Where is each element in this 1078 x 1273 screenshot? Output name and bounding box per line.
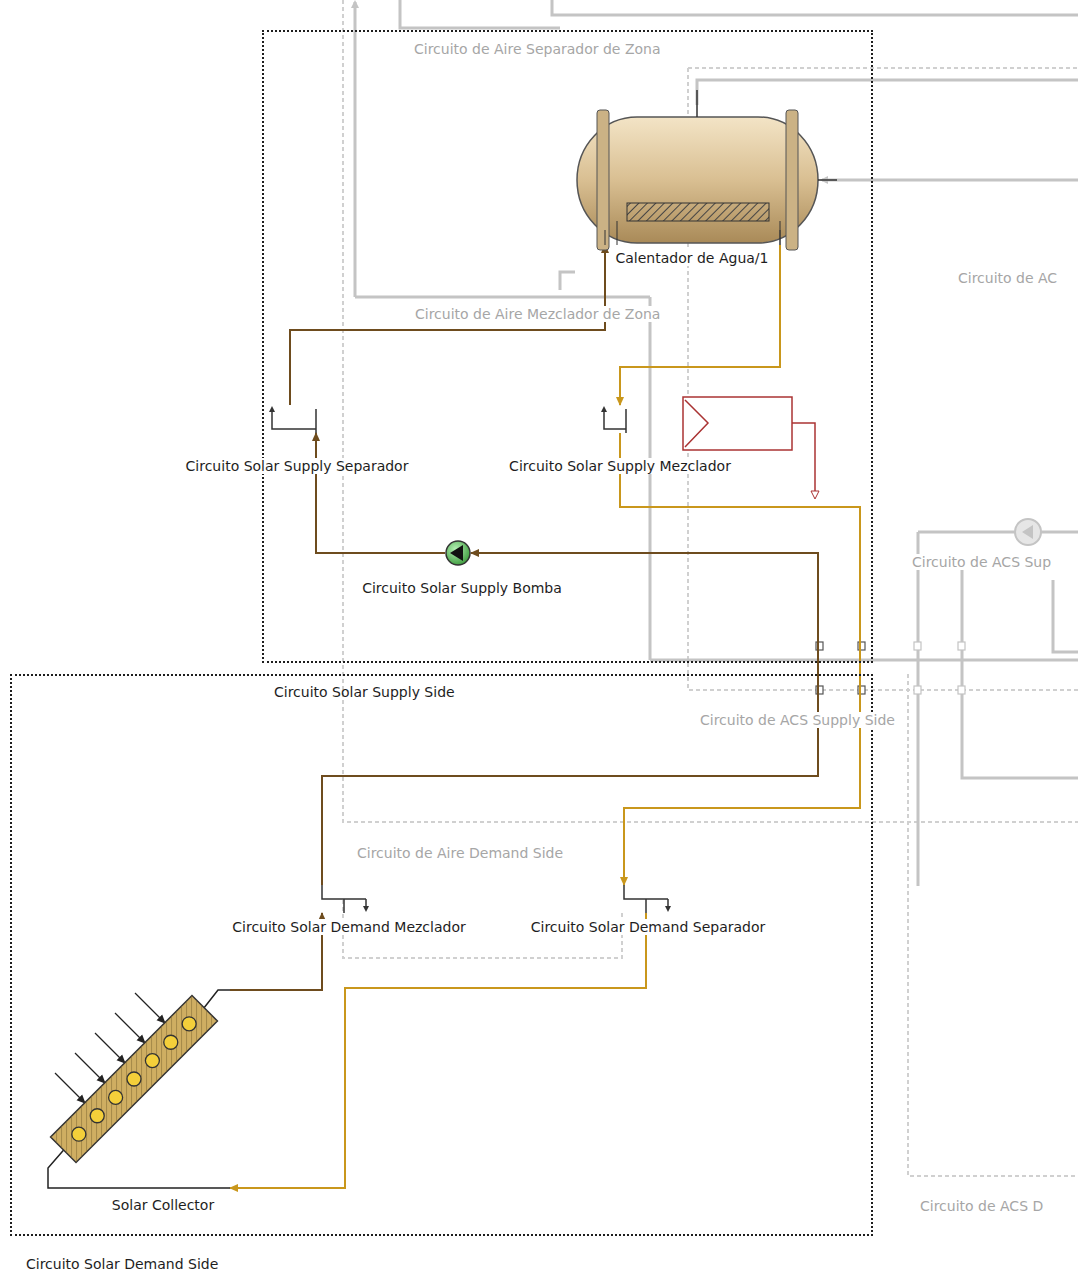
loop-label: Circuito de ACS Sup (910, 554, 1053, 570)
mix-component: Circuito Solar Supply Mezclador (600, 405, 630, 433)
collector-symbol (40, 985, 230, 1192)
loop-label: Circuito de AC (956, 270, 1059, 286)
pump-symbol (445, 540, 471, 566)
component-label: Solar Collector (110, 1197, 216, 1213)
dsplit-symbol (620, 885, 672, 913)
loop-label: Circuito de Aire Separador de Zona (412, 41, 663, 57)
component-label: Circuito Solar Supply Bomba (360, 580, 564, 596)
loop-label: Circuito de Aire Demand Side (355, 845, 565, 861)
pipe-connector (620, 245, 780, 405)
tank-symbol (575, 105, 820, 245)
collector-component: Solar Collector (40, 985, 230, 1192)
tank-component: Calentador de Agua/1 (575, 105, 820, 245)
component-label: Circuito Solar Supply Separador (184, 458, 411, 474)
dmix-symbol (318, 885, 370, 913)
pipe-connector (316, 433, 445, 553)
dmix-component: Circuito Solar Demand Mezclador (318, 885, 370, 913)
region-heading: Circuito Solar Supply Side (272, 684, 457, 700)
component-label: Circuito Solar Demand Mezclador (230, 919, 467, 935)
pipe-connector (290, 245, 605, 405)
loop-region: Circuito Solar Supply SideCalentador de … (262, 30, 873, 663)
loop-label: Circuito de ACS Supply Side (698, 712, 897, 728)
pump-component: Circuito Solar Supply Bomba (445, 540, 471, 566)
mix-symbol (600, 405, 630, 433)
dsplit-component: Circuito Solar Demand Separador (620, 885, 672, 913)
pipe-connector (620, 433, 860, 885)
loop-label: Circuito de Aire Mezclador de Zona (413, 306, 662, 322)
loop-region: Circuito Solar Demand SideCircuito Solar… (10, 674, 873, 1236)
region-heading: Circuito Solar Demand Side (24, 1256, 220, 1272)
split-component: Circuito Solar Supply Separador (268, 405, 320, 433)
component-label: Circuito Solar Supply Mezclador (507, 458, 733, 474)
component-label: Circuito Solar Demand Separador (529, 919, 768, 935)
loop-label: Circuito de ACS D (918, 1198, 1045, 1214)
component-label: Calentador de Agua/1 (614, 250, 771, 266)
pipe-connector (230, 913, 646, 1188)
split-symbol (268, 405, 320, 433)
